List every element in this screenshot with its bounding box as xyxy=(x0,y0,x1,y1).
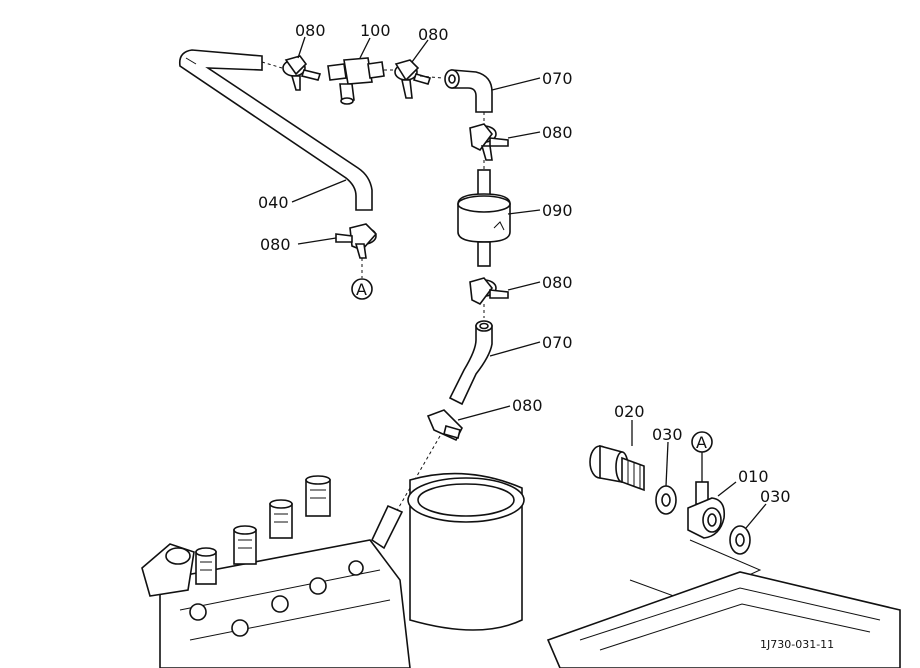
joint-100 xyxy=(327,57,385,105)
hose-070-top xyxy=(444,69,493,113)
leader-040 xyxy=(291,179,347,203)
label-080-top-mid: 080 xyxy=(418,25,449,44)
label-070-top: 070 xyxy=(542,69,573,88)
label-100: 100 xyxy=(360,21,391,40)
hose-070-mid xyxy=(448,320,493,406)
leader-080-low xyxy=(457,405,511,421)
leader-dash-1 xyxy=(261,61,283,69)
label-070-mid: 070 xyxy=(542,333,573,352)
clamp-080-left xyxy=(335,223,378,259)
label-080-r2: 080 xyxy=(542,273,573,292)
leader-070-top xyxy=(491,77,541,91)
hose-040 xyxy=(178,49,373,211)
leader-080-r1 xyxy=(507,131,541,139)
ref-circle-a-right xyxy=(691,431,713,453)
label-010: 010 xyxy=(738,467,769,486)
label-090: 090 xyxy=(542,201,573,220)
label-030-b: 030 xyxy=(760,487,791,506)
leader-080-r2 xyxy=(507,281,541,291)
label-030-a: 030 xyxy=(652,425,683,444)
drawing-code: 1J730-031-11 xyxy=(760,638,834,651)
label-080-r1: 080 xyxy=(542,123,573,142)
label-080-low: 080 xyxy=(512,396,543,415)
leader-010 xyxy=(717,481,737,497)
bolt-020 xyxy=(589,444,645,492)
leader-080-tm xyxy=(411,39,429,63)
clamp-080-top-left xyxy=(282,55,322,91)
ref-a-right: A xyxy=(696,433,707,452)
label-080-top-left: 080 xyxy=(295,21,326,40)
leader-090 xyxy=(507,209,541,215)
leader-100 xyxy=(359,37,371,59)
leader-030-b xyxy=(745,503,767,529)
clamp-080-top-mid xyxy=(394,59,432,99)
washer-030-b xyxy=(729,525,751,555)
washer-030-a xyxy=(655,485,677,515)
leader-dash-3 xyxy=(419,75,443,79)
ref-a-left: A xyxy=(356,280,367,299)
ref-circle-a-left xyxy=(351,278,373,300)
banjo-010 xyxy=(687,481,726,539)
clamp-080-low xyxy=(426,409,463,442)
leader-030-a xyxy=(665,441,669,487)
clamp-080-r2 xyxy=(469,277,509,306)
leader-080-tl xyxy=(297,36,306,59)
clamp-080-r1 xyxy=(469,123,509,161)
label-020: 020 xyxy=(614,402,645,421)
filter-090 xyxy=(457,169,511,267)
engine-block xyxy=(141,472,901,668)
leader-070-mid xyxy=(489,341,541,357)
label-040: 040 xyxy=(258,193,289,212)
leader-080-left xyxy=(297,237,337,245)
label-080-left: 080 xyxy=(260,235,291,254)
